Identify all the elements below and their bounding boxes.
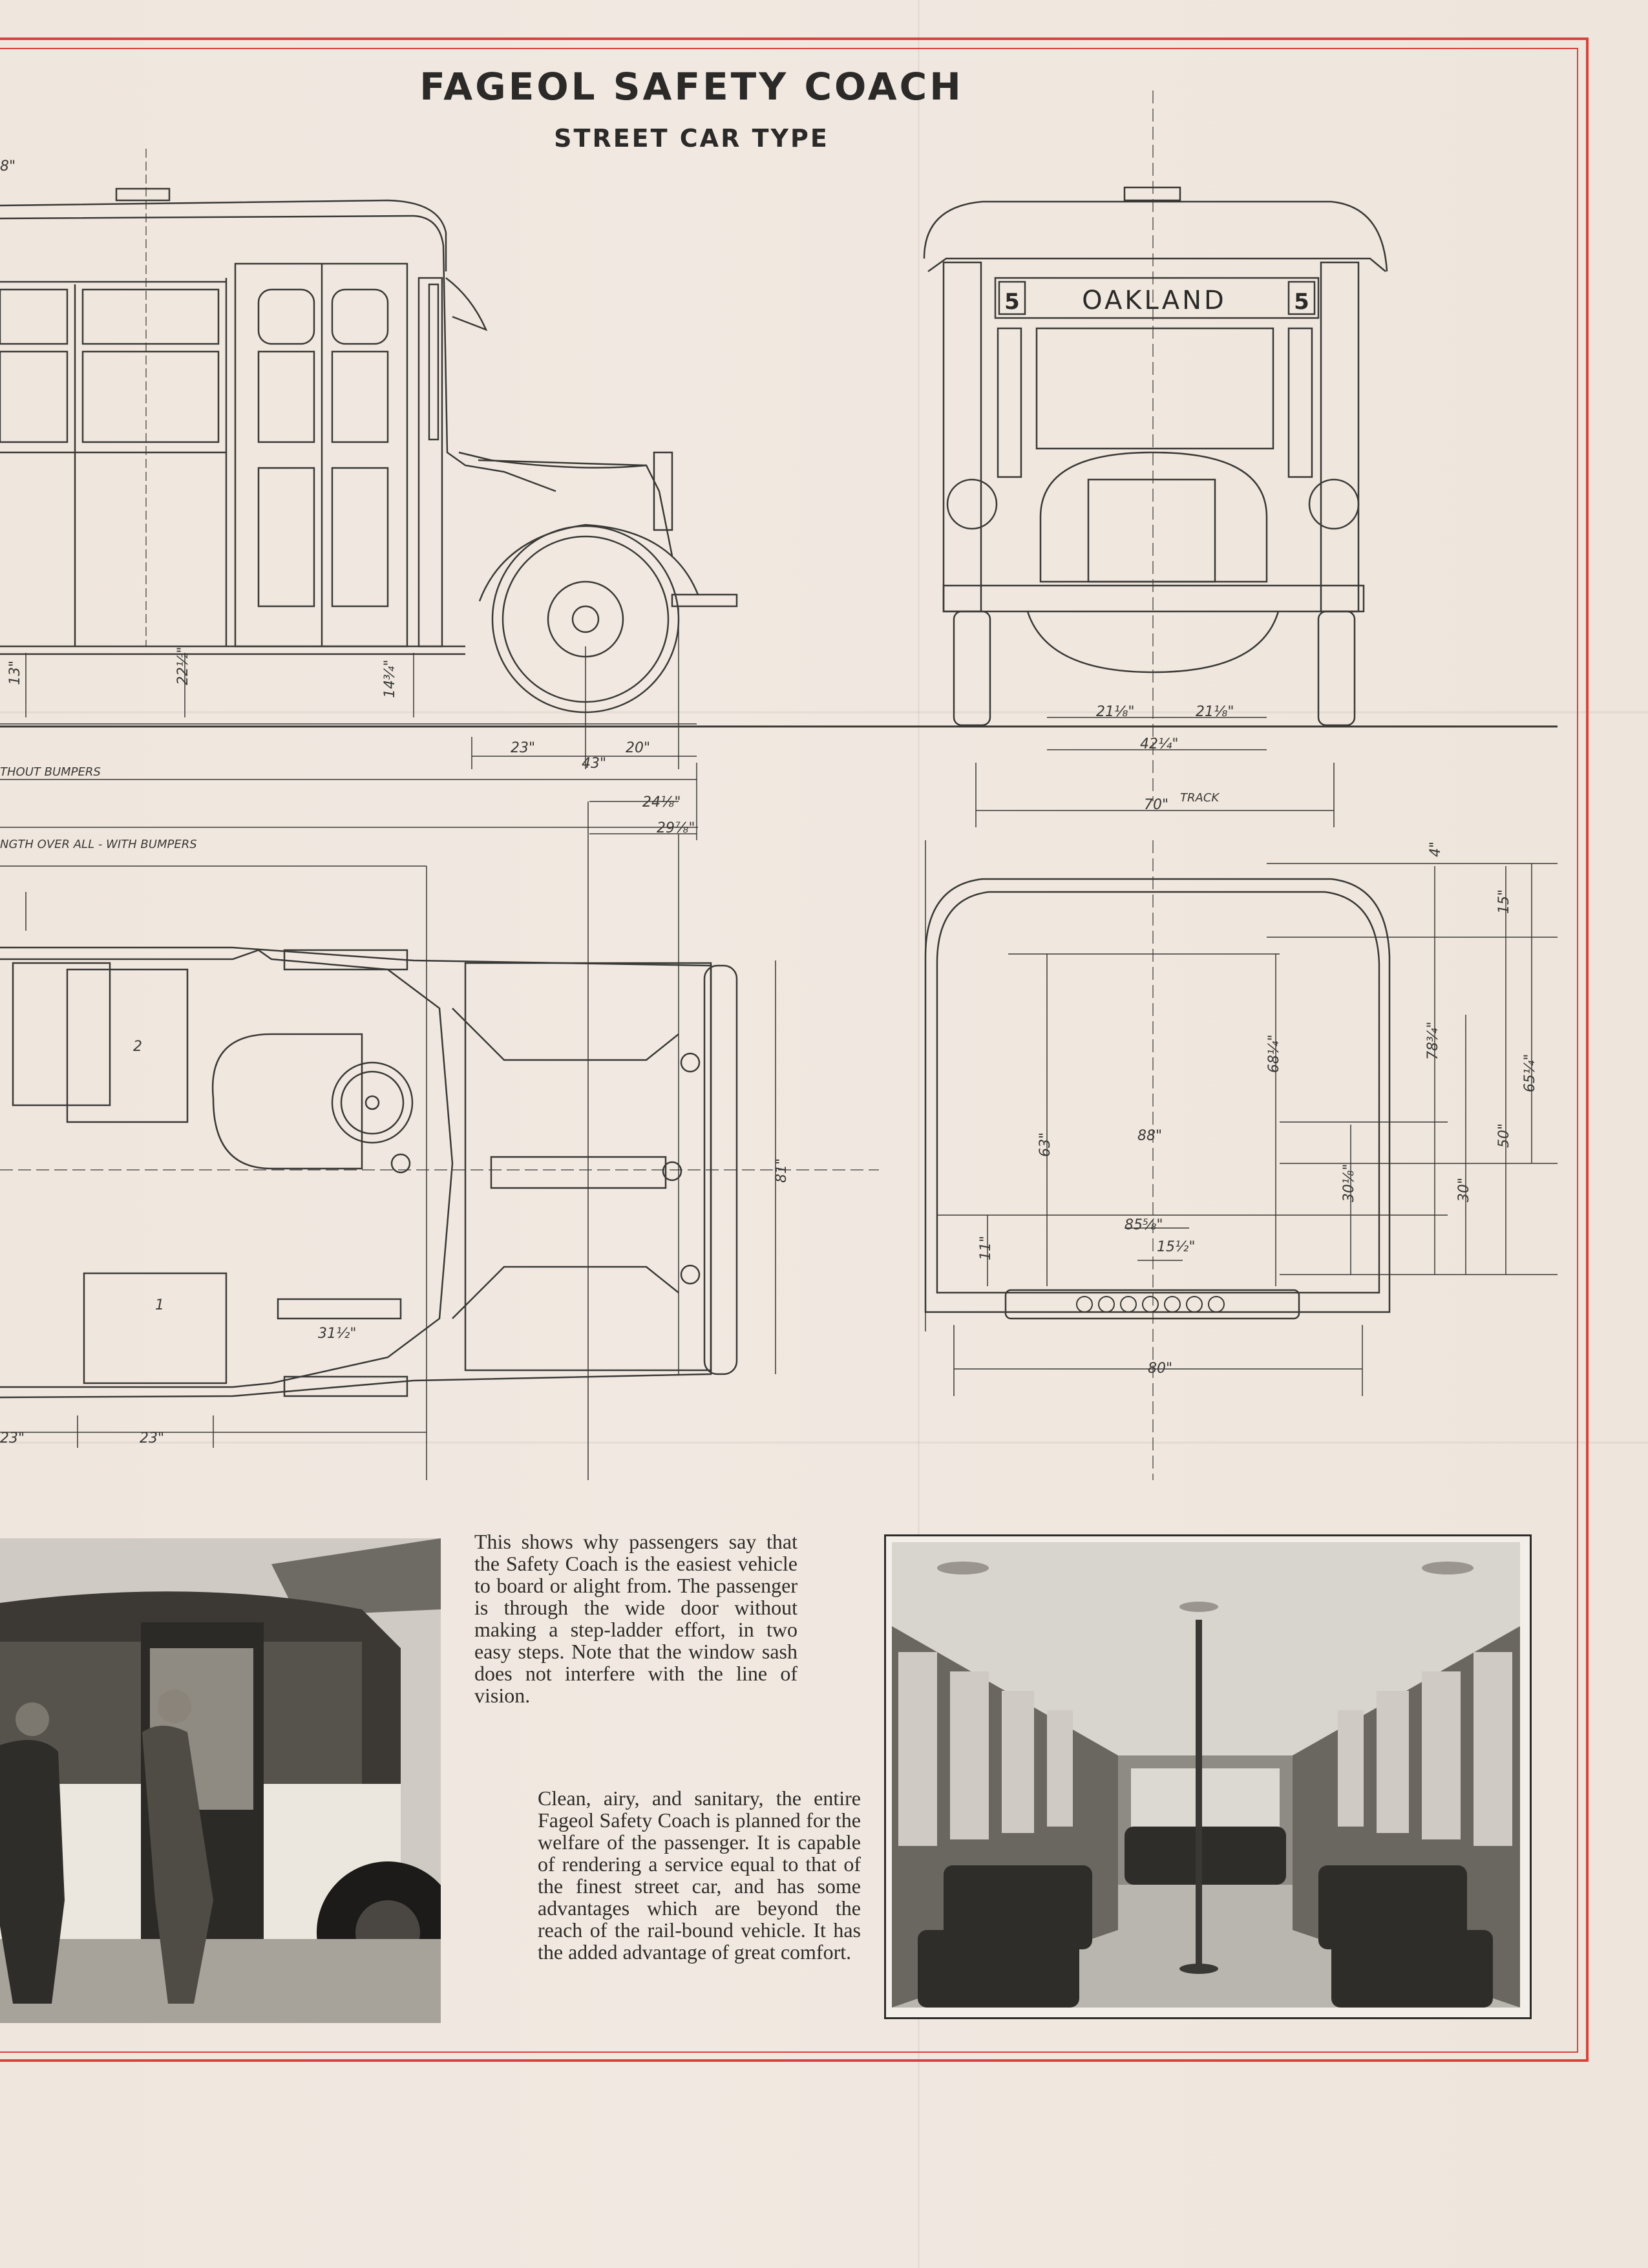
dim-label: 15" xyxy=(1496,889,1512,914)
dim-label: 88" xyxy=(1137,1128,1162,1144)
dim-label: 50" xyxy=(1496,1123,1512,1148)
dim-label: 70" xyxy=(1144,797,1168,813)
boarding-photo xyxy=(0,1538,441,2023)
dim-label: THOUT BUMPERS xyxy=(0,765,101,779)
dim-label: 30⅛" xyxy=(1341,1164,1357,1202)
border-bottom-inner xyxy=(0,2051,1578,2053)
dim-label: 81" xyxy=(774,1158,790,1183)
interior-caption: Clean, airy, and sanitary, the entire Fa… xyxy=(538,1786,861,1964)
dim-label: 21⅛" xyxy=(1096,704,1134,720)
dim-label: 23" xyxy=(511,740,535,756)
dim-label: 68¼" xyxy=(1266,1035,1282,1073)
dim-label: 2 xyxy=(133,1039,142,1055)
rear-section-view xyxy=(924,840,1558,1480)
border-bottom-outer xyxy=(0,2059,1589,2062)
chassis-plan-view xyxy=(0,801,879,1480)
border-right-inner xyxy=(1577,48,1578,2053)
dim-label: 80" xyxy=(1148,1361,1172,1377)
border-top-inner xyxy=(0,48,1578,49)
dim-label: 11" xyxy=(978,1236,994,1260)
page-title: FAGEOL SAFETY COACH xyxy=(419,65,964,109)
dim-label: 15½" xyxy=(1157,1239,1195,1255)
dim-label: 30" xyxy=(1456,1178,1472,1202)
route-number-box-left xyxy=(998,281,1026,315)
dim-label: 42¼" xyxy=(1140,736,1178,752)
dim-label: 8" xyxy=(0,158,16,175)
border-right-outer xyxy=(1586,37,1589,2062)
dim-label: 21⅛" xyxy=(1196,704,1234,720)
dim-label: NGTH OVER ALL - WITH BUMPERS xyxy=(0,838,197,851)
route-number-left: 5 xyxy=(1004,289,1020,315)
dim-label: 1 xyxy=(155,1297,164,1313)
fold-crease xyxy=(0,711,1648,714)
boarding-caption: This shows why passengers say that the S… xyxy=(474,1530,798,1707)
route-number-right: 5 xyxy=(1294,289,1309,315)
border-top-outer xyxy=(0,37,1589,40)
dim-label: 23" xyxy=(0,1430,25,1447)
dim-label: 20" xyxy=(626,740,650,756)
fold-crease xyxy=(0,1441,1648,1444)
dim-label: 29⅞" xyxy=(657,820,695,836)
dim-label: 4" xyxy=(1428,842,1444,857)
dim-label: TRACK xyxy=(1180,791,1220,805)
destination-sign: OAKLAND xyxy=(1082,286,1227,315)
route-number-box-right xyxy=(1287,281,1316,315)
dim-label: 31½" xyxy=(318,1326,356,1342)
dim-label: 65¼" xyxy=(1522,1054,1538,1092)
interior-photo xyxy=(892,1542,1520,2008)
fold-crease xyxy=(918,0,920,2268)
page-subtitle: STREET CAR TYPE xyxy=(554,124,829,153)
dim-label: 14¾" xyxy=(382,660,398,698)
dim-label: 24⅛" xyxy=(642,794,681,811)
dim-label: 78¾" xyxy=(1425,1022,1441,1060)
dim-label: 23" xyxy=(140,1430,164,1447)
side-elevation-view xyxy=(0,149,738,840)
dim-label: 22½" xyxy=(175,647,191,685)
dim-label: 85⅝" xyxy=(1125,1217,1163,1233)
dim-label: 43" xyxy=(582,756,606,772)
dim-label: 63" xyxy=(1037,1132,1053,1157)
front-elevation-view xyxy=(923,90,1388,827)
dim-label: 13" xyxy=(7,661,23,685)
